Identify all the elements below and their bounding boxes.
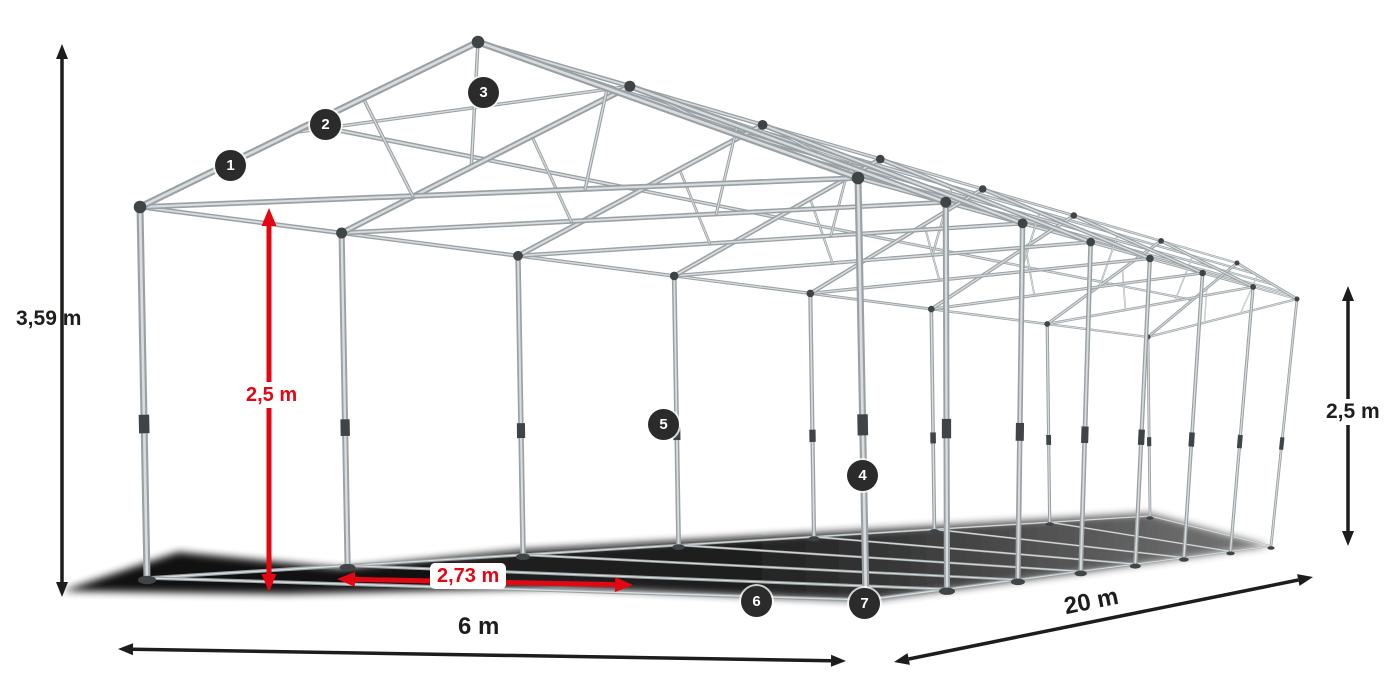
dimension-label-bay-spacing: 2,73 m <box>430 563 507 589</box>
part-marker-4[interactable]: 4 <box>847 460 878 491</box>
part-marker-1[interactable]: 1 <box>215 150 246 181</box>
part-marker-7[interactable]: 7 <box>849 588 880 619</box>
dimension-label-width: 6 m <box>458 613 500 640</box>
part-marker-3[interactable]: 3 <box>468 77 499 108</box>
part-marker-3-label: 3 <box>479 84 488 101</box>
part-marker-4-label: 4 <box>858 467 867 484</box>
part-marker-1-label: 1 <box>226 157 235 174</box>
dimension-label-side-height-right: 2,5 m <box>1322 399 1384 425</box>
part-marker-2-label: 2 <box>321 116 330 133</box>
part-marker-5[interactable]: 5 <box>648 409 679 440</box>
dimension-arrow-total-height <box>56 44 68 597</box>
dimension-arrow-length <box>894 574 1313 665</box>
part-marker-2[interactable]: 2 <box>310 109 341 140</box>
part-marker-6-label: 6 <box>752 593 761 610</box>
gable-frames <box>133 35 1300 607</box>
part-marker-5-label: 5 <box>659 416 668 433</box>
dimension-label-side-height-left: 2,5 m <box>239 382 305 408</box>
part-marker-7-label: 7 <box>860 595 869 612</box>
dimension-arrow-width <box>118 643 846 667</box>
dimension-label-total-height: 3,59 m <box>16 307 82 330</box>
part-marker-6[interactable]: 6 <box>741 586 772 617</box>
